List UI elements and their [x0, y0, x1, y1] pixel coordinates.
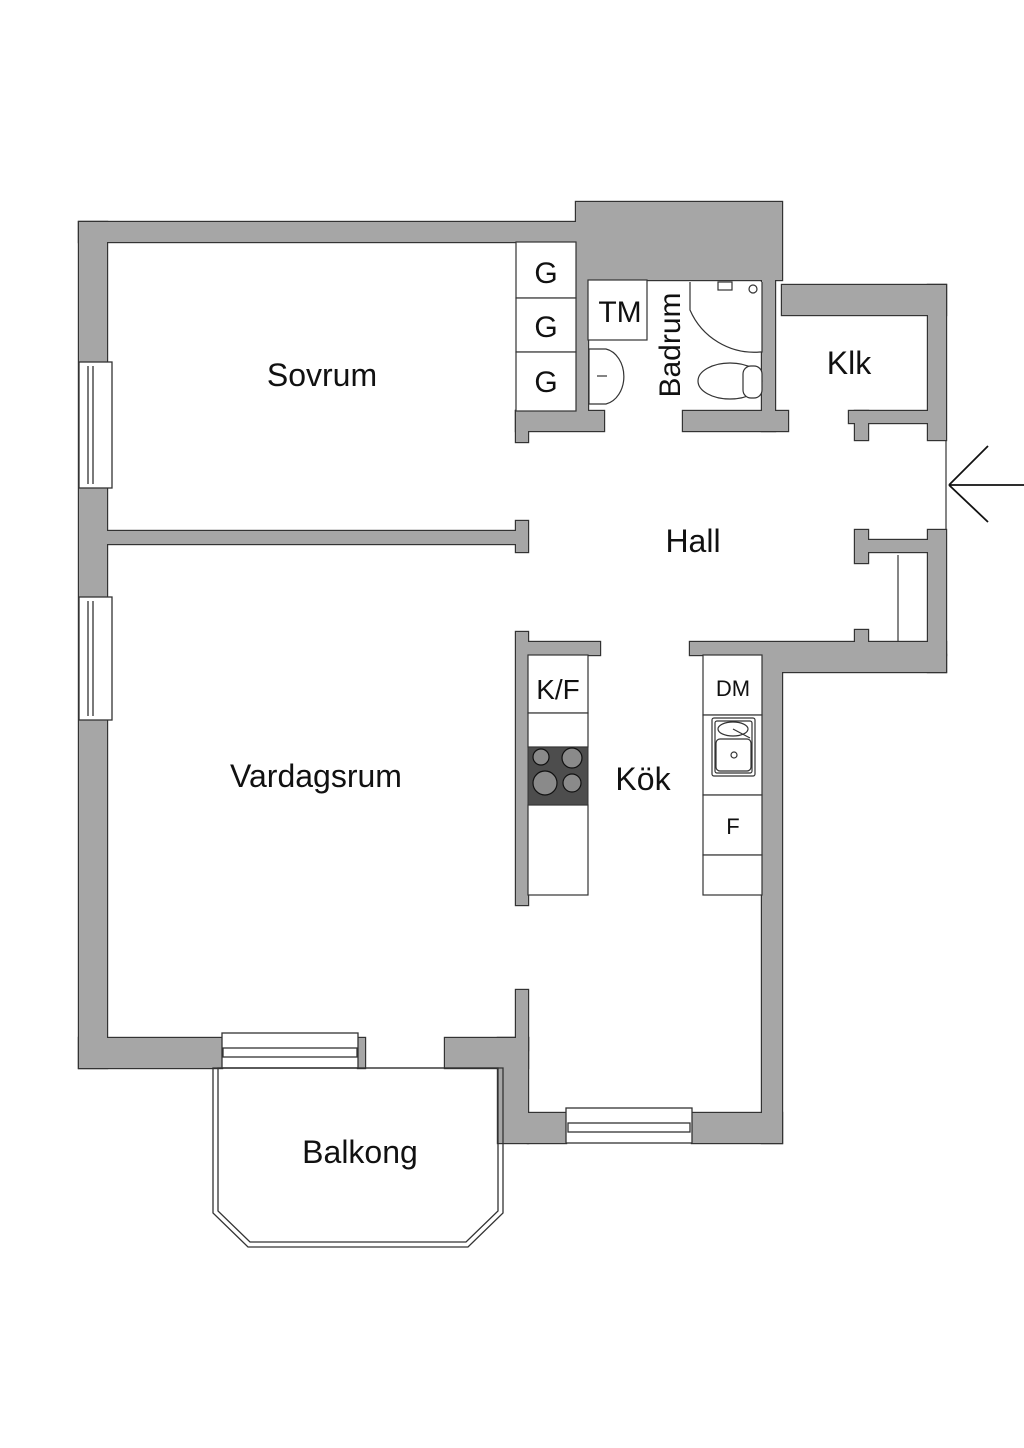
wall-segment: [762, 280, 775, 431]
wall-segment: [576, 202, 782, 280]
room-label-vardagsrum: Vardagsrum: [230, 758, 402, 794]
fridge-freezer-label: K/F: [536, 674, 580, 705]
room-label-klk: Klk: [827, 345, 872, 381]
window-vardagsrum: [78, 596, 113, 721]
wall-segment: [528, 1113, 566, 1143]
window-sovrum: [78, 361, 113, 489]
wall-segment: [928, 530, 946, 672]
wall-segment: [516, 411, 528, 442]
wardrobe-label: G: [534, 366, 557, 399]
wall-segment: [79, 1038, 222, 1068]
wall-segment: [683, 411, 788, 431]
wall-segment: [690, 642, 946, 655]
windows: [78, 361, 693, 1144]
wall-segment: [855, 411, 868, 440]
wall-segment: [782, 285, 946, 315]
wall-segment: [576, 280, 588, 411]
walls-outline: [77, 200, 948, 1145]
kitchen-counters: [527, 654, 763, 896]
wardrobes: [515, 241, 577, 412]
wall-segment: [516, 990, 528, 1050]
wall-segment: [516, 521, 528, 552]
wardrobe-label: G: [534, 311, 557, 344]
dishwasher-label: DM: [716, 676, 750, 701]
wall-segment: [692, 1113, 782, 1143]
wall-segment: [516, 411, 604, 431]
wall-segment: [79, 222, 576, 242]
wall-segment: [928, 285, 946, 440]
washing-machine-label: TM: [598, 296, 641, 329]
window-balcony-door: [221, 1032, 359, 1069]
wall-segment: [849, 411, 928, 423]
wall-segment: [358, 1038, 365, 1068]
kitchen-sink-icon: [711, 717, 756, 777]
entrance-arrow-icon: [945, 440, 1024, 530]
stove-icon: [527, 746, 589, 806]
window-kok: [565, 1107, 693, 1144]
wall-segment: [855, 530, 868, 563]
room-label-kok: Kök: [615, 761, 671, 797]
balcony: [212, 1067, 504, 1248]
wall-segment: [762, 655, 782, 1143]
wall-segment: [782, 655, 946, 672]
wall-segment: [107, 531, 518, 544]
wall-segment: [516, 632, 528, 905]
room-label-balkong: Balkong: [302, 1134, 418, 1170]
freezer-label: F: [726, 814, 739, 839]
shower-icon: [689, 282, 763, 353]
room-label-hall: Hall: [665, 523, 720, 559]
wall-segment: [868, 540, 928, 552]
room-label-badrum: Badrum: [654, 292, 687, 397]
wardrobe-label: G: [534, 257, 557, 290]
bathroom-fixtures: [587, 279, 763, 405]
washing-machine-box: [587, 279, 648, 341]
wall-segment: [528, 642, 600, 655]
room-label-sovrum: Sovrum: [267, 357, 377, 393]
